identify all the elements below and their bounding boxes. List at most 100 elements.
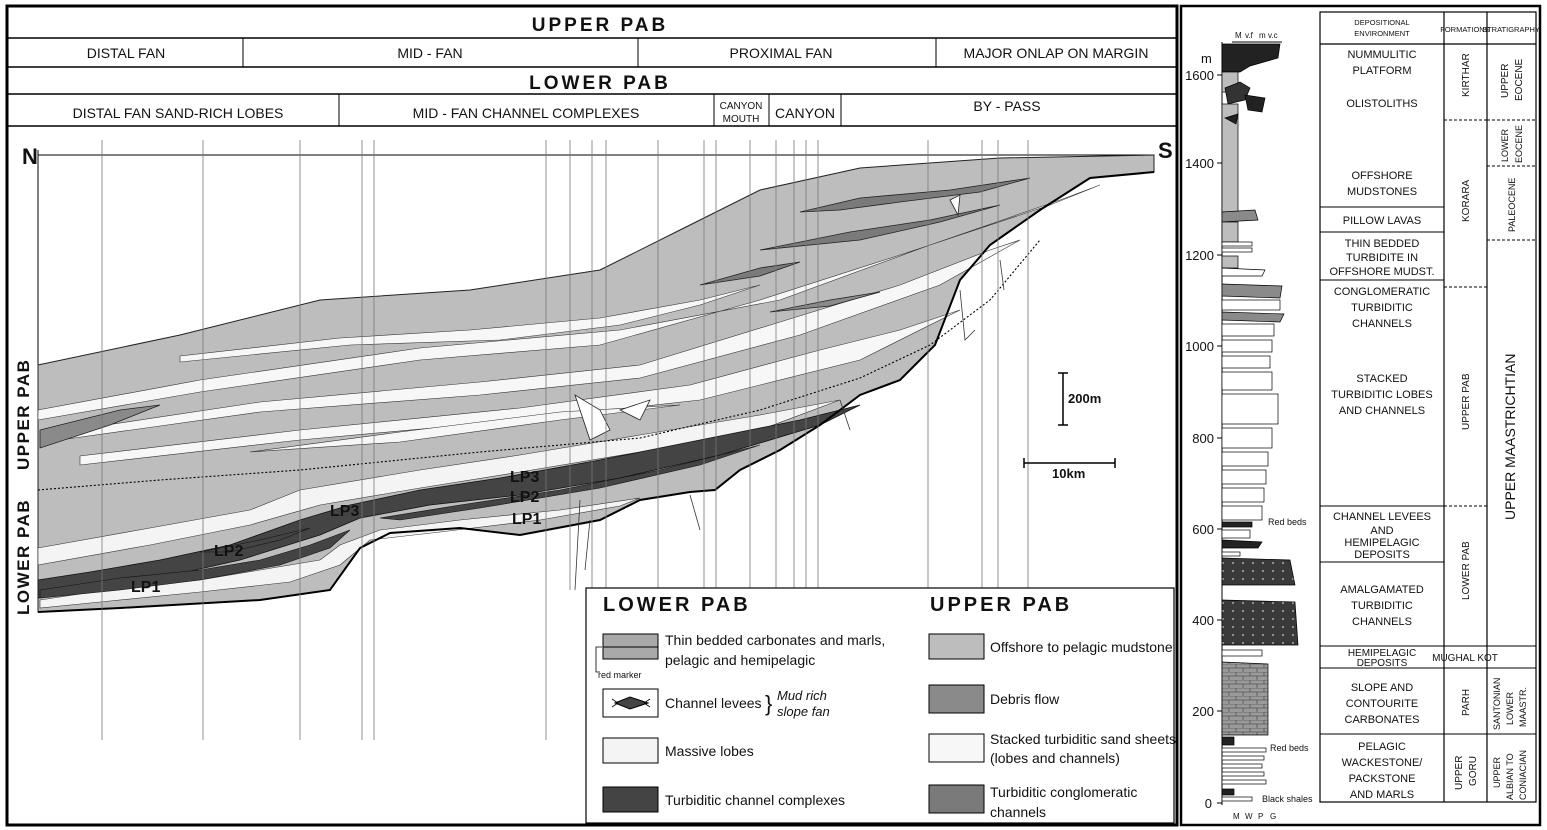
legend-upper-title: UPPER PAB	[930, 594, 1072, 616]
strat-paleocene: PALEOCENE	[1507, 178, 1517, 232]
legend-brace: }	[765, 691, 772, 716]
upper-pab-title: UPPER PAB	[532, 15, 668, 36]
env-conglomeratic: CONGLOMERATIC	[1334, 286, 1430, 298]
depth-tick-600: 600	[1192, 522, 1214, 537]
formation-upper-pab: UPPER PAB	[1461, 373, 1472, 430]
formation-kirthar: KIRTHAR	[1461, 53, 1472, 97]
env-offshore-mudst: OFFSHORE MUDST.	[1329, 266, 1434, 278]
strat-lower-eocene-2: EOCENE	[1514, 125, 1524, 163]
formation-upper-goru-1: UPPER	[1454, 756, 1465, 790]
env-carbonates: CARBONATES	[1345, 714, 1420, 726]
environment-table: DEPOSITIONAL ENVIRONMENT FORMATIONS STRA…	[1319, 11, 1540, 803]
header-cell-canyon-mouth-1: CANYON	[720, 101, 763, 112]
texture-p: P	[1258, 812, 1263, 821]
unit-label-lp1-proximal: LP1	[512, 511, 541, 528]
cross-section-panel: UPPER PAB DISTAL FAN MID - FAN PROXIMAL …	[5, 4, 1179, 827]
col-header-stratigraphy: STRATIGRAPHY	[1482, 25, 1540, 34]
env-wackestone: WACKESTONE/	[1342, 757, 1424, 769]
strat-upper: UPPER	[1492, 756, 1502, 788]
header-cell-distal-lobes: DISTAL FAN SAND-RICH LOBES	[73, 105, 284, 121]
strat-upper-eocene-1: UPPER	[1500, 64, 1511, 98]
header-cell-channel-complexes: MID - FAN CHANNEL COMPLEXES	[413, 105, 640, 121]
legend-item-offshore-mudstone: Offshore to pelagic mudstone	[928, 633, 1173, 660]
grain-size-vc: v.c	[1268, 31, 1278, 40]
note-red-beds-upper: Red beds	[1268, 517, 1307, 527]
env-slope-and: SLOPE AND	[1351, 682, 1413, 694]
upper-pab-side-label: UPPER PAB	[14, 359, 33, 470]
env-and-channels: AND CHANNELS	[1339, 405, 1425, 417]
legend-channel-levees-label: Channel levees	[665, 695, 762, 711]
env-olistoliths: OLISTOLITHS	[1346, 98, 1417, 110]
legend-item-conglomeratic: Turbiditic conglomeratic channels	[928, 784, 1137, 820]
strat-upper-maastrichtian: UPPER MAASTRICHTIAN	[1502, 354, 1518, 520]
strat-maastr: MAASTR.	[1518, 687, 1528, 727]
header-cell-by-pass: BY - PASS	[973, 98, 1040, 114]
legend-item-stacked-sheets: Stacked turbiditic sand sheets (lobes an…	[928, 731, 1176, 766]
col-header-formations: FORMATIONS	[1440, 25, 1489, 34]
legend-item-thin-bedded: red marker Thin bedded carbonates and ma…	[595, 632, 885, 680]
legend-debris-flow-label: Debris flow	[990, 691, 1060, 707]
depth-tick-1600: 1600	[1185, 68, 1214, 83]
env-hemipelagic-1: HEMIPELAGIC	[1344, 537, 1419, 549]
red-marker-label: red marker	[598, 670, 642, 680]
depth-tick-800: 800	[1192, 431, 1214, 446]
env-stacked: STACKED	[1356, 373, 1407, 385]
env-and: AND	[1370, 525, 1393, 537]
unit-label-lp2-distal: LP2	[214, 543, 243, 560]
unit-labels: LP1 LP2 LP3 LP3 LP2 LP1	[131, 469, 541, 596]
depth-tick-1000: 1000	[1185, 339, 1214, 354]
env-channels-2: CHANNELS	[1352, 616, 1412, 628]
lower-pab-side-label: LOWER PAB	[14, 499, 33, 615]
upper-pab-header: UPPER PAB DISTAL FAN MID - FAN PROXIMAL …	[8, 15, 1176, 68]
depth-unit: m	[1201, 51, 1212, 66]
south-label: S	[1158, 138, 1173, 163]
strat-coniacian: CONIACIAN	[1518, 750, 1528, 800]
env-nummulitic: NUMMULITIC	[1347, 49, 1416, 61]
header-cell-canyon: CANYON	[775, 105, 835, 121]
env-thin-bedded: THIN BEDDED	[1345, 238, 1420, 250]
unit-label-lp1-distal: LP1	[131, 579, 160, 596]
unit-label-lp3-proximal: LP3	[510, 469, 539, 486]
legend-offshore-label: Offshore to pelagic mudstone	[990, 639, 1173, 655]
depth-tick-1200: 1200	[1185, 248, 1214, 263]
horizontal-scale-bar: 10km	[1023, 458, 1116, 481]
sediment-log	[1221, 43, 1299, 802]
horizontal-scale-label: 10km	[1052, 466, 1085, 481]
env-mudstones: MUDSTONES	[1347, 186, 1417, 198]
env-turbiditic-lobes: TURBIDITIC LOBES	[1331, 389, 1432, 401]
legend-massive-lobes-label: Massive lobes	[665, 743, 754, 759]
env-platform: PLATFORM	[1352, 65, 1411, 77]
legend-conglomeratic-line1: Turbiditic conglomeratic	[990, 784, 1137, 800]
depth-tick-0: 0	[1205, 796, 1212, 811]
legend-stacked-line1: Stacked turbiditic sand sheets	[990, 731, 1176, 747]
well-lines	[101, 140, 1029, 740]
legend-mud-rich-line2: slope fan	[777, 704, 830, 719]
vertical-scale-label: 200m	[1068, 391, 1101, 406]
formation-parh: PARH	[1461, 689, 1472, 716]
note-red-beds-lower: Red beds	[1270, 743, 1309, 753]
legend-channel-complexes-label: Turbiditic channel complexes	[665, 792, 845, 808]
col-header-depositional: DEPOSITIONAL	[1354, 18, 1409, 27]
strat-santonian: SANTONIAN	[1492, 678, 1502, 730]
note-black-shales: Black shales	[1262, 794, 1313, 804]
legend-item-channel-levees: Channel levees } Mud rich slope fan	[602, 688, 830, 719]
formation-korara: KORARA	[1461, 179, 1472, 222]
env-channel-levees: CHANNEL LEVEES	[1333, 511, 1431, 523]
north-label: N	[22, 144, 38, 169]
env-pillow-lavas: PILLOW LAVAS	[1343, 215, 1421, 227]
vertical-scale-bar: 200m	[1058, 372, 1101, 426]
env-amalgamated: AMALGAMATED	[1340, 584, 1424, 596]
env-deposits-2: DEPOSITS	[1357, 658, 1408, 669]
env-and-marls: AND MARLS	[1350, 789, 1414, 801]
texture-w: W	[1245, 812, 1253, 821]
legend: LOWER PAB UPPER PAB red marker Thin bedd…	[585, 587, 1176, 824]
strat-albian-to: ALBIAN TO	[1505, 753, 1515, 800]
formation-lower-pab: LOWER PAB	[1461, 541, 1472, 600]
legend-item-channel-complexes: Turbiditic channel complexes	[602, 786, 845, 813]
header-cell-canyon-mouth-2: MOUTH	[723, 114, 760, 125]
depth-tick-200: 200	[1192, 704, 1214, 719]
depth-tick-400: 400	[1192, 613, 1214, 628]
unit-label-lp2-proximal: LP2	[510, 489, 539, 506]
depth-tick-1400: 1400	[1185, 156, 1214, 171]
grain-size-mm: m	[1259, 31, 1266, 40]
